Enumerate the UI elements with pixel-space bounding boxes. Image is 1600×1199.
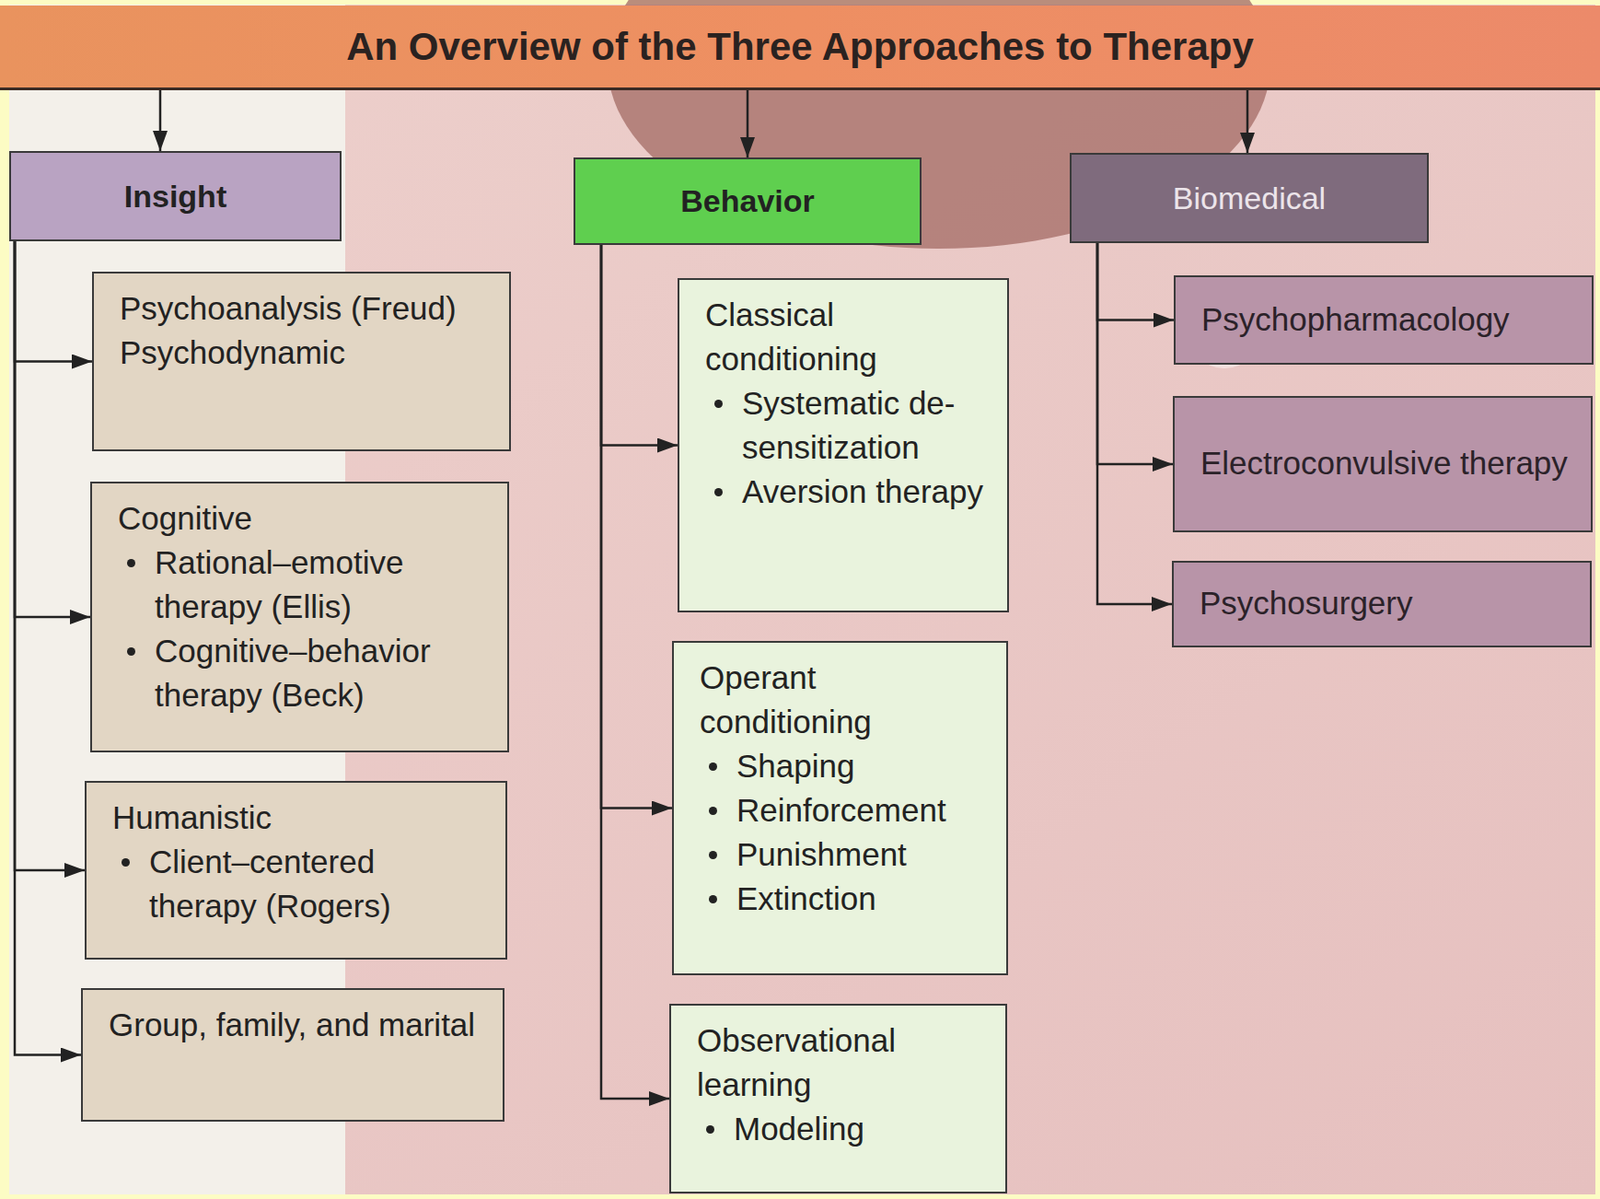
text-row: Rational–emotive therapy (Ellis) bbox=[117, 540, 487, 629]
therapy-box: Psychosurgery bbox=[1171, 560, 1592, 648]
bullet-text: Systematic de-sensitization bbox=[742, 384, 955, 465]
box-label: Psychopharmacology bbox=[1201, 301, 1510, 337]
box-label: Observational learning bbox=[696, 1021, 896, 1102]
text-row: Psychopharmacology bbox=[1201, 297, 1572, 342]
text-row: Humanistic bbox=[112, 795, 486, 840]
box-label: Humanistic bbox=[112, 799, 272, 835]
text-row: Operant conditioning bbox=[699, 655, 986, 744]
category-box: Behavior bbox=[573, 157, 922, 245]
box-label: Psychosurgery bbox=[1199, 584, 1413, 621]
bullet-dot bbox=[708, 762, 718, 771]
text-row: Modeling bbox=[696, 1106, 986, 1151]
text-row: Insight bbox=[124, 178, 227, 215]
connector-arrow bbox=[601, 244, 678, 446]
text-row: Group, family, and marital bbox=[108, 1002, 483, 1047]
bullet-dot bbox=[706, 1124, 715, 1134]
connector-arrow bbox=[1097, 243, 1172, 604]
box-label: Group, family, and marital bbox=[108, 1006, 476, 1043]
connector-arrow bbox=[1246, 90, 1250, 153]
text-row: Electroconvulsive therapy bbox=[1200, 440, 1571, 486]
box-label: Psychoanalysis (Freud) bbox=[119, 289, 457, 326]
text-row: Client–centered therapy (Rogers) bbox=[112, 839, 486, 928]
category-box: Biomedical bbox=[1069, 152, 1429, 244]
text-row: Reinforcement bbox=[699, 788, 986, 833]
text-row: Observational learning bbox=[696, 1018, 986, 1107]
connector-arrow bbox=[601, 244, 673, 809]
bullet-dot bbox=[127, 647, 136, 656]
therapy-box: HumanisticClient–centered therapy (Roger… bbox=[84, 780, 508, 960]
therapy-box: Electroconvulsive therapy bbox=[1172, 395, 1593, 533]
connector-arrow bbox=[746, 90, 750, 158]
bullet-text: Client–centered therapy (Rogers) bbox=[149, 843, 392, 924]
box-label: Cognitive bbox=[117, 499, 253, 536]
text-row: Cognitive–behavior therapy (Beck) bbox=[117, 628, 487, 718]
title-band: An Overview of the Three Approaches to T… bbox=[0, 5, 1600, 91]
therapy-box: Operant conditioningShapingReinforcement… bbox=[672, 640, 1009, 975]
connector-arrow bbox=[14, 241, 82, 1056]
bullet-text: Rational–emotive therapy (Ellis) bbox=[154, 544, 404, 625]
box-label: An Overview of the Three Approaches to T… bbox=[346, 24, 1254, 69]
connector-arrow bbox=[159, 90, 163, 151]
connector-arrow bbox=[14, 241, 93, 362]
bullet-dot bbox=[121, 857, 130, 867]
box-label: Insight bbox=[124, 178, 227, 214]
therapy-box: Psychoanalysis (Freud) Psychodynamic bbox=[92, 271, 511, 452]
photo-ground bbox=[9, 4, 1596, 1195]
connector-arrow bbox=[14, 241, 91, 617]
box-label: Electroconvulsive therapy bbox=[1200, 444, 1568, 481]
therapy-box: Observational learningModeling bbox=[669, 1003, 1008, 1194]
therapy-box: CognitiveRational–emotive therapy (Ellis… bbox=[90, 481, 510, 753]
connector-arrow bbox=[1097, 243, 1174, 321]
bullet-dot bbox=[708, 894, 718, 904]
bullet-dot bbox=[708, 806, 718, 815]
text-row: Shaping bbox=[699, 743, 986, 789]
bullet-text: Shaping bbox=[736, 747, 855, 784]
box-label: Behavior bbox=[680, 183, 815, 219]
therapy-box: Psychopharmacology bbox=[1173, 275, 1594, 365]
therapy-box: Classical conditioningSystematic de-sens… bbox=[677, 278, 1009, 613]
therapy-box: Group, family, and marital bbox=[81, 987, 505, 1122]
text-row: Psychoanalysis (Freud) bbox=[119, 286, 489, 331]
category-box: Insight bbox=[9, 150, 342, 242]
text-row: An Overview of the Three Approaches to T… bbox=[346, 24, 1254, 70]
connector-arrow bbox=[1097, 243, 1173, 464]
bullet-text: Modeling bbox=[733, 1110, 865, 1147]
text-row: Extinction bbox=[699, 876, 986, 921]
text-row: Cognitive bbox=[117, 496, 487, 541]
bullet-dot bbox=[127, 558, 136, 568]
text-row: Classical conditioning bbox=[705, 292, 987, 382]
text-row: Aversion therapy bbox=[705, 469, 987, 514]
bullet-text: Extinction bbox=[736, 880, 877, 916]
connector-arrow bbox=[14, 241, 85, 870]
bullet-dot bbox=[714, 399, 723, 408]
bullet-text: Cognitive–behavior therapy (Beck) bbox=[154, 632, 431, 713]
bullet-text: Aversion therapy bbox=[742, 473, 984, 510]
text-row: Biomedical bbox=[1172, 180, 1326, 217]
box-label: Biomedical bbox=[1172, 180, 1326, 216]
text-row: Punishment bbox=[699, 832, 986, 877]
text-row: Psychodynamic bbox=[119, 330, 489, 375]
text-row: Psychosurgery bbox=[1199, 580, 1570, 626]
box-label: Classical conditioning bbox=[705, 296, 878, 377]
bullet-text: Reinforcement bbox=[736, 791, 947, 828]
text-row: Systematic de-sensitization bbox=[705, 381, 987, 470]
bullet-text: Punishment bbox=[736, 835, 907, 872]
box-label: Operant conditioning bbox=[699, 659, 872, 740]
bullet-text: Psychodynamic bbox=[119, 334, 346, 371]
text-row: Behavior bbox=[680, 183, 815, 220]
bullet-dot bbox=[714, 487, 723, 497]
connector-arrow bbox=[601, 244, 670, 1099]
bullet-dot bbox=[708, 850, 718, 859]
